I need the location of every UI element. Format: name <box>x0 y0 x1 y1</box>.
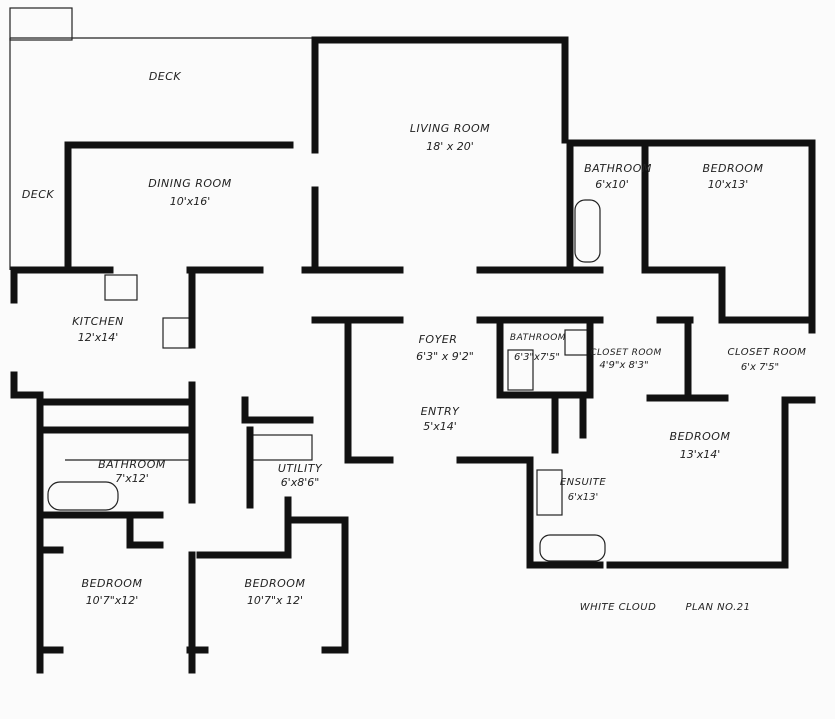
bedroom-label: BEDROOM <box>82 577 143 590</box>
ensuite-label: ENSUITE <box>560 477 607 488</box>
kitchen-label: KITCHEN <box>72 315 124 328</box>
bedroom-label: BEDROOM <box>703 162 764 175</box>
dining-room-label: DINING ROOM <box>148 177 231 190</box>
bedroom-label: BEDROOM <box>245 577 306 590</box>
deck-label: DECK <box>22 188 55 201</box>
bathroom-size: 7'x12' <box>115 472 149 485</box>
kitchen-size: 12'x14' <box>78 331 119 344</box>
bedroom-size: 13'x14' <box>680 448 721 461</box>
closet-room-label: CLOSET ROOM <box>728 347 807 358</box>
bathroom-label: BATHROOM <box>584 162 652 175</box>
bathroom-label: BATHROOM <box>510 333 566 343</box>
bathroom-size: 6'3"x7'5" <box>514 352 560 363</box>
bedroom-label: BEDROOM <box>670 430 731 443</box>
utility-label: UTILITY <box>278 462 323 475</box>
bathroom-label: BATHROOM <box>98 458 166 471</box>
living-room-label: LIVING ROOM <box>410 122 490 135</box>
utility-size: 6'x8'6" <box>281 476 320 489</box>
closet-room-size: 4'9"x 8'3" <box>599 360 648 371</box>
entry-label: ENTRY <box>421 405 461 418</box>
bedroom-size: 10'7"x12' <box>86 594 139 607</box>
bedroom-size: 10'x13' <box>708 178 749 191</box>
foyer-label: FOYER <box>419 333 458 346</box>
ensuite-size: 6'x13' <box>568 492 599 503</box>
room-labels: DECK DECK DINING ROOM 10'x16' LIVING ROO… <box>22 70 807 613</box>
deck-label: DECK <box>149 70 182 83</box>
bathroom-size: 6'x10' <box>595 178 629 191</box>
living-room-size: 18' x 20' <box>426 140 474 153</box>
bedroom-size: 10'7"x 12' <box>247 594 303 607</box>
dining-room-size: 10'x16' <box>170 195 211 208</box>
foyer-size: 6'3" x 9'2" <box>416 350 474 363</box>
entry-size: 5'x14' <box>423 420 457 433</box>
plan-number: PLAN NO.21 <box>686 602 751 613</box>
walls <box>10 36 816 674</box>
closet-room-size: 6'x 7'5" <box>741 362 779 373</box>
plan-name: WHITE CLOUD <box>580 602 657 613</box>
closet-room-label: CLOSET ROOM <box>590 348 662 358</box>
